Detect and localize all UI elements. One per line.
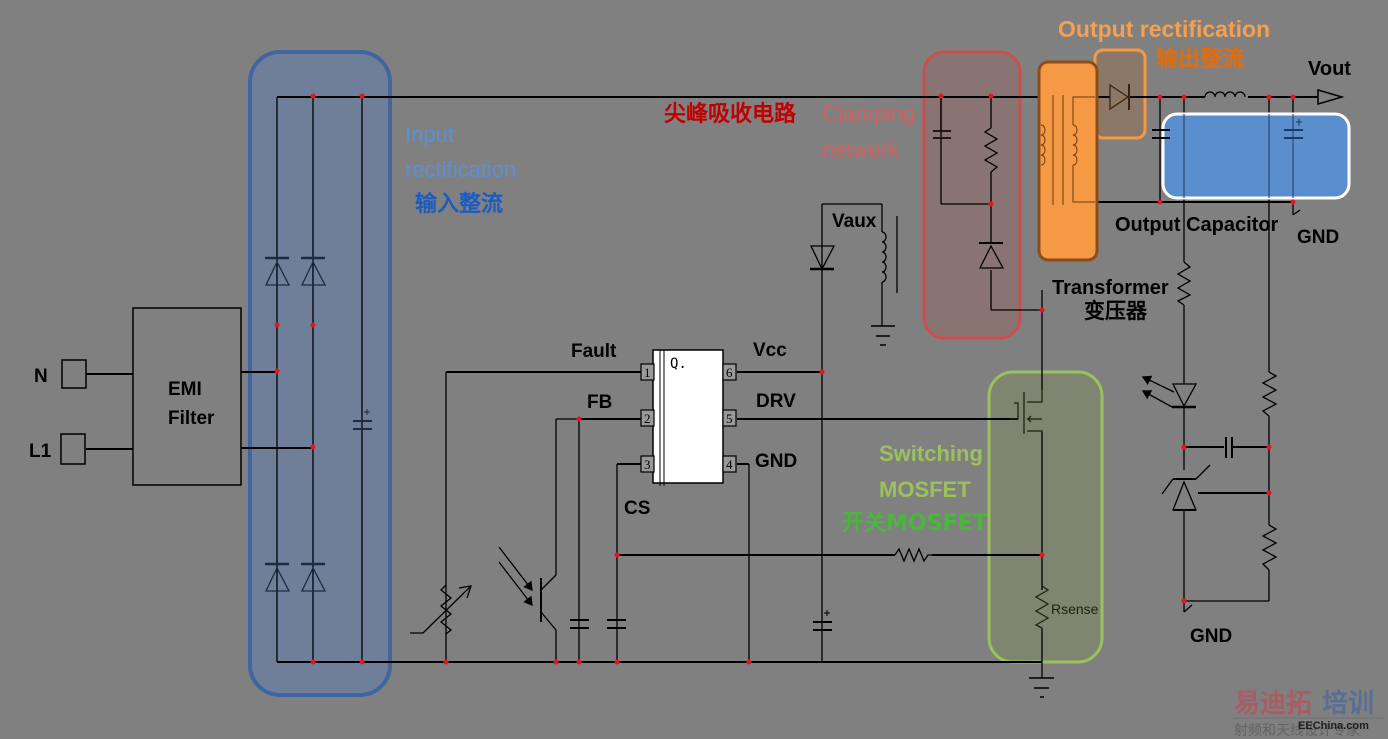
pin4-number: 4	[726, 457, 733, 472]
gnd-bottom-label: GND	[1190, 626, 1232, 647]
ic-marker: Q.	[670, 356, 687, 372]
output-cap-lines	[1183, 114, 1303, 198]
pin5-label-drv: DRV	[756, 391, 796, 412]
cs-capacitor	[607, 619, 626, 629]
feedback-resistor-top	[1176, 261, 1192, 306]
clamping-network-region	[922, 50, 1022, 340]
switching-mosfet	[1009, 390, 1043, 434]
cs-resistor	[894, 547, 932, 563]
watermark-brand-red: 易迪拓	[1234, 689, 1312, 719]
bridge-diodes	[264, 256, 327, 592]
pin6-number: 6	[726, 365, 733, 380]
output-diode	[1109, 83, 1130, 111]
pin2-label-fb: FB	[587, 392, 612, 413]
pin1-label-fault: Fault	[571, 341, 617, 362]
transformer	[1040, 95, 1095, 205]
clamp-diode	[978, 242, 1005, 269]
vout-arrow-icon	[1317, 89, 1345, 105]
vaux-diode	[809, 245, 836, 271]
clamp-label-en2: network	[822, 137, 900, 162]
rsense-resistor	[1034, 585, 1050, 629]
pin1-number: 1	[644, 365, 651, 380]
input-rect-label-cn: 输入整流	[415, 191, 503, 217]
clamp-label-cn: 尖峰吸收电路	[664, 101, 797, 127]
source-ground-icon	[1029, 677, 1054, 698]
pin6-label-vcc: Vcc	[753, 340, 787, 361]
clamp-resistor	[983, 127, 999, 173]
pin2-number: 2	[644, 411, 651, 426]
output-rectifier-region	[1093, 48, 1147, 140]
input-rect-label-en2: rectification	[405, 157, 516, 182]
pin3-number: 3	[644, 457, 651, 472]
output-rect-label-cn: 输出整流	[1156, 46, 1244, 72]
pin3-label-cs: CS	[624, 498, 650, 519]
n-label: N	[34, 366, 48, 387]
transformer-label-cn: 变压器	[1084, 298, 1148, 323]
vout-label: Vout	[1308, 58, 1351, 80]
thermistor	[410, 584, 472, 635]
l1-terminal	[60, 433, 86, 465]
bulk-capacitor	[353, 409, 372, 430]
divider-resistor-bottom	[1261, 524, 1278, 571]
junction-dots	[274, 93, 1296, 665]
output-rect-label-en: Output rectification	[1058, 16, 1270, 42]
emi-label-line2: Filter	[168, 408, 215, 429]
watermark: 易迪拓 培训 射频和天线设计专家 EEChina.com	[1233, 689, 1383, 739]
switching-label-cn: 开关MOSFET	[842, 511, 988, 536]
vaux-ground-icon	[871, 325, 895, 346]
tl431-shunt-regulator	[1161, 464, 1211, 511]
switching-label-1: Switching	[879, 441, 983, 466]
pin4-label-gnd: GND	[755, 451, 797, 472]
gnd-top-label: GND	[1297, 227, 1339, 248]
input-rect-label-en1: Input	[405, 122, 454, 147]
transformer-label-en: Transformer	[1052, 277, 1169, 299]
fb-capacitor	[570, 619, 589, 629]
pin5-number: 5	[726, 411, 733, 426]
input-rectification-region	[248, 50, 392, 697]
switching-label-2: MOSFET	[879, 477, 971, 502]
optocoupler-led	[1141, 375, 1198, 409]
watermark-brand-blue: 培训	[1322, 689, 1374, 719]
output-inductor	[1204, 91, 1246, 98]
output-capacitor-label: Output Capacitor	[1115, 214, 1279, 236]
emi-filter-box	[132, 307, 242, 486]
clamp-capacitor	[933, 130, 951, 139]
divider-resistor-top	[1261, 371, 1278, 417]
clamp-label-en1: Clamping	[822, 101, 915, 126]
output-capacitors	[1152, 129, 1170, 139]
wires	[86, 96, 1318, 678]
rsense-label: Rsense	[1051, 601, 1099, 617]
vcc-capacitor	[813, 610, 832, 631]
watermark-subtitle: 射频和天线设计专家	[1234, 722, 1360, 739]
output-capacitor-highlight	[1161, 112, 1351, 200]
compensation-capacitor	[1225, 437, 1233, 458]
vaux-winding	[881, 231, 887, 283]
optocoupler-phototransistor	[498, 546, 557, 631]
n-terminal	[61, 359, 87, 389]
watermark-site: EEChina.com	[1298, 720, 1369, 732]
switching-mosfet-region	[987, 370, 1104, 664]
vaux-label: Vaux	[832, 211, 877, 232]
transformer-highlight	[1037, 60, 1099, 262]
l1-label: L1	[29, 441, 52, 462]
controller-ic	[640, 349, 737, 486]
emi-label-line1: EMI	[168, 379, 202, 400]
